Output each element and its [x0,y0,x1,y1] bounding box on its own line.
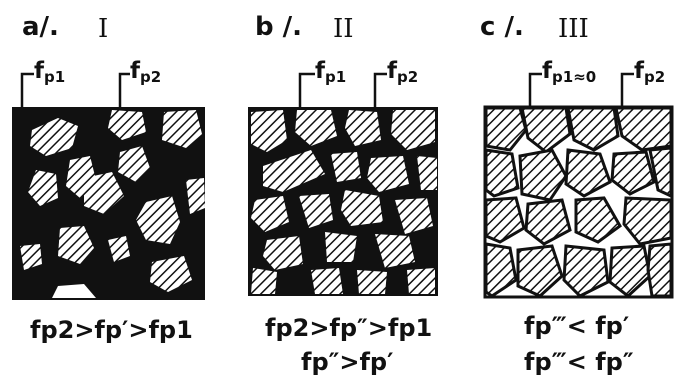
grain [484,242,518,298]
label-fp2: fp2 [387,58,419,86]
grain [516,244,564,298]
grain [263,150,325,192]
grain [646,242,673,298]
grain [395,198,433,234]
formula-line: fp″>fp′ [301,348,394,376]
grain [391,110,435,150]
grain [375,234,415,268]
grain [524,198,572,246]
grain-group [484,106,673,298]
label-leader-line [620,72,634,108]
panel-c: c /. III [454,0,681,386]
grain [520,106,572,154]
grain [622,196,673,246]
label-leader-line [298,72,315,108]
grain [251,110,287,152]
grain [566,106,620,152]
grain [162,110,202,148]
grain [608,244,652,298]
grain [367,156,409,192]
formula-line: fp‴< fp″ [524,348,634,376]
grain [357,270,387,294]
microstructure-figure-a [12,72,205,300]
grain [518,148,568,202]
grain [136,196,180,244]
grain [30,118,78,156]
grain [311,268,343,294]
panel-letter: b /. [255,12,303,42]
grain [562,244,610,298]
grain [610,150,656,196]
label-fp1: fp1 [315,58,347,86]
microstructure-figure-c [483,72,674,299]
grain-group [251,110,437,294]
grain [251,268,277,294]
grain [20,244,42,270]
formula-line: fp2>fp″>fp1 [265,314,433,342]
grain [58,226,94,264]
panel-letter: c /. [480,12,524,42]
grain [28,170,58,206]
panel-b: b /. II [227,0,454,386]
formula-line: fp‴< fp′ [524,312,630,340]
grain [484,106,528,152]
grain [574,196,622,244]
grain [564,148,612,198]
grain [251,196,289,232]
grain [648,146,673,199]
grain [150,256,192,292]
label-fp1: fp1≈0 [542,58,597,86]
grain [118,146,150,182]
label-leader-line [20,72,34,108]
label-leader-line [528,72,542,108]
label-fp2: fp2 [634,58,666,86]
label-leader-line [373,72,387,108]
grain [263,236,303,270]
grain [407,268,435,294]
formula-line: fp2>fp′>fp1 [30,316,193,344]
panel-a: a/. I [0,0,227,386]
grain [345,110,381,146]
label-fp1: fp1 [34,58,66,86]
grain [295,110,337,146]
grain [108,236,130,262]
grain-group [20,110,205,292]
grain [331,152,361,182]
grain [417,156,437,190]
panel-roman-numeral: III [558,14,589,44]
grain [484,196,526,244]
pore-region [52,284,96,298]
microstructure-figure-b [248,72,438,296]
label-fp2: fp2 [130,58,162,86]
grain [186,178,205,214]
panel-letter: a/. [22,12,59,42]
grain [341,190,383,226]
panel-roman-numeral: II [333,14,354,44]
grain [484,148,520,198]
panel-roman-numeral: I [98,14,109,44]
label-leader-line [118,72,130,108]
grain [108,110,146,140]
grain [299,194,333,228]
grain [325,232,357,262]
grain [84,172,124,214]
